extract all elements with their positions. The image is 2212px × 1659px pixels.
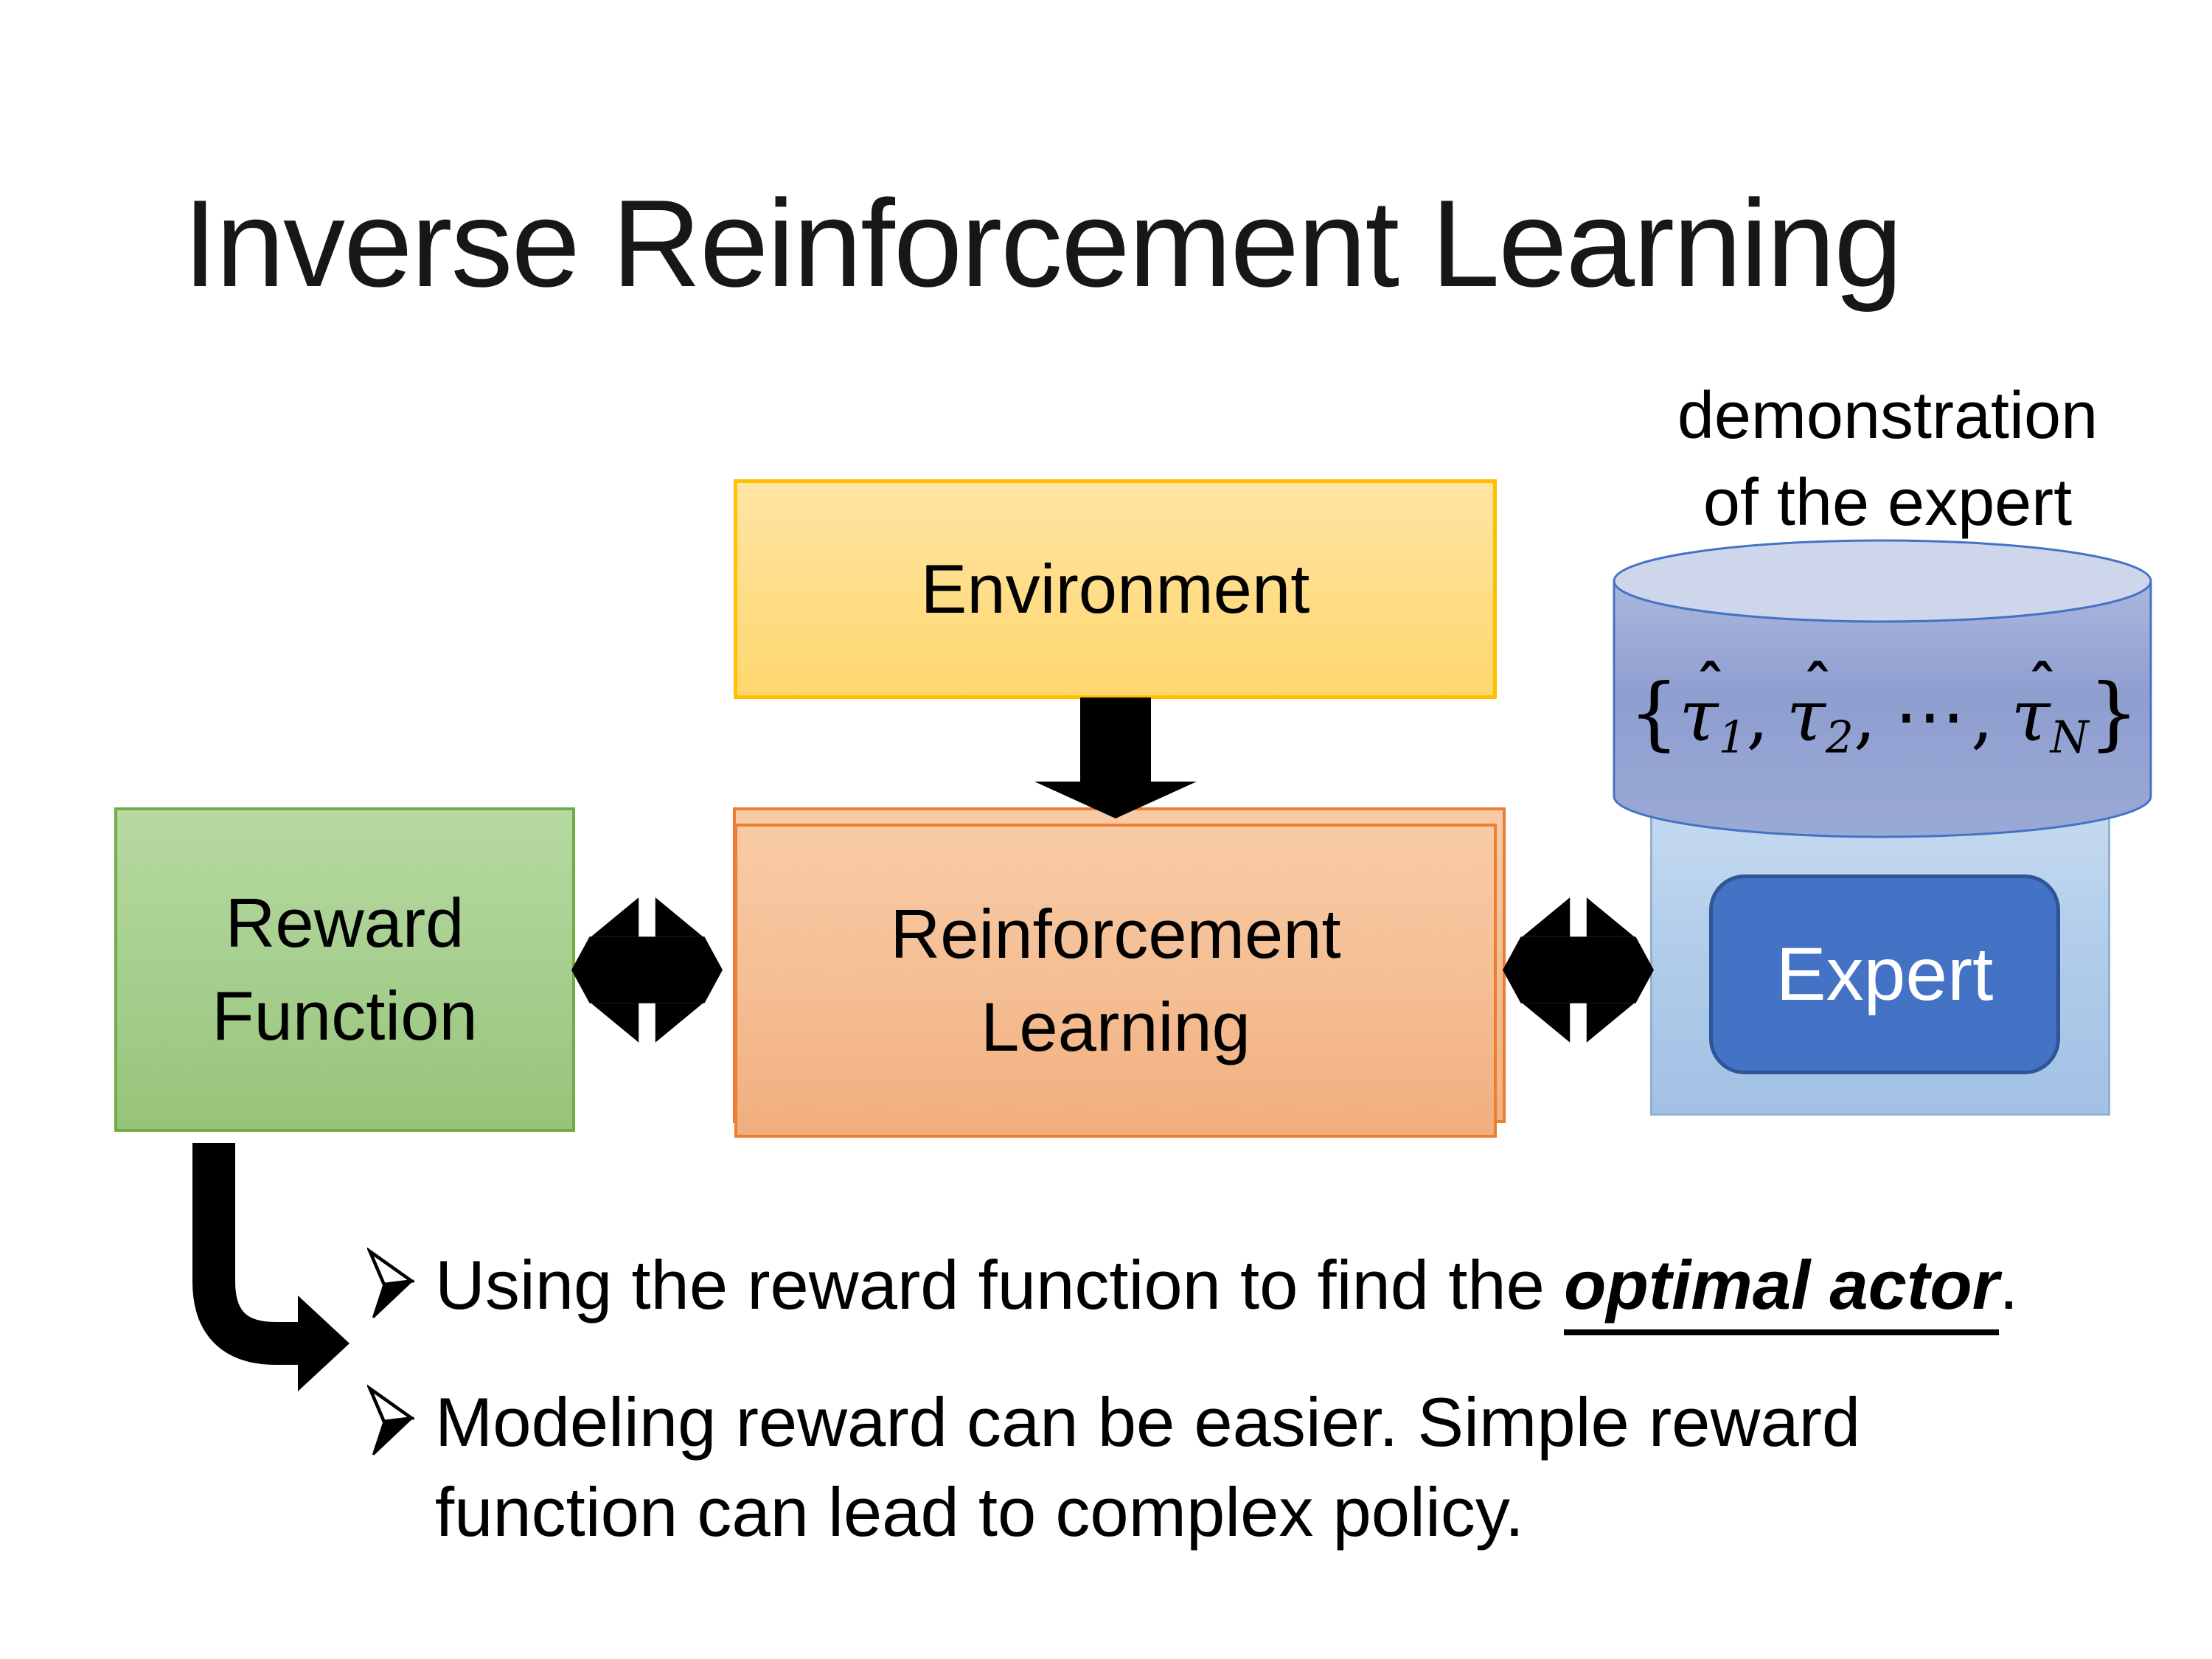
expert-label: Expert [1775, 932, 1994, 1016]
demonstration-label-line2: of the expert [1703, 466, 2073, 540]
reinforcement-learning-box: Reinforcement Learning [734, 824, 1497, 1138]
bullet-1-text: Using the reward function to find the op… [435, 1240, 2019, 1335]
bidirectional-arrow-icon-left [571, 897, 723, 1043]
slide-title: Inverse Reinforcement Learning [183, 174, 1903, 313]
demonstration-label: demonstration of the expert [1615, 372, 2160, 546]
expert-box: Expert [1709, 874, 2060, 1074]
demonstration-label-line1: demonstration [1677, 379, 2098, 453]
bidirectional-arrow-icon-right [1503, 897, 1654, 1043]
ellipsis-dots: ⋯ [1894, 675, 1966, 757]
optimal-actor-emphasis: optimal actor [1564, 1246, 2000, 1335]
reinforcement-learning-label: Reinforcement Learning [737, 888, 1494, 1074]
down-arrow-icon [1034, 698, 1197, 818]
bullet-2-line2: function can lead to complex policy. [435, 1473, 1524, 1551]
reinforcement-learning-label-line2: Learning [981, 988, 1251, 1065]
elbow-arrow-icon [192, 1143, 349, 1391]
reward-function-box: Reward Function [114, 807, 575, 1132]
arrowhead-bullet-icon [367, 1384, 414, 1455]
arrowhead-bullet-icon [367, 1247, 414, 1318]
reward-function-label: Reward Function [117, 877, 572, 1062]
environment-box: Environment [734, 479, 1497, 699]
hat-accent: ˆ [2028, 654, 2056, 721]
reinforcement-learning-label-line1: Reinforcement [890, 895, 1341, 973]
bullet-2: Modeling reward can be easier. Simple re… [367, 1377, 2137, 1557]
reward-function-label-line1: Reward [225, 884, 465, 961]
bullet-2-text: Modeling reward can be easier. Simple re… [435, 1377, 1860, 1557]
bullet-1-prefix: Using the reward function to find the [435, 1246, 1564, 1324]
formula-open-brace: { [1628, 667, 1680, 759]
environment-label: Environment [920, 550, 1310, 627]
bullet-2-line1: Modeling reward can be easier. Simple re… [435, 1383, 1861, 1461]
bullet-1: Using the reward function to find the op… [367, 1240, 2137, 1335]
hat-accent: ˆ [1803, 654, 1832, 721]
database-cylinder-icon [1613, 539, 2152, 838]
hat-accent: ˆ [1696, 654, 1725, 721]
reward-function-label-line2: Function [212, 977, 478, 1054]
formula-close-brace: } [2088, 667, 2140, 759]
bullet-1-suffix: . [1999, 1246, 2019, 1324]
